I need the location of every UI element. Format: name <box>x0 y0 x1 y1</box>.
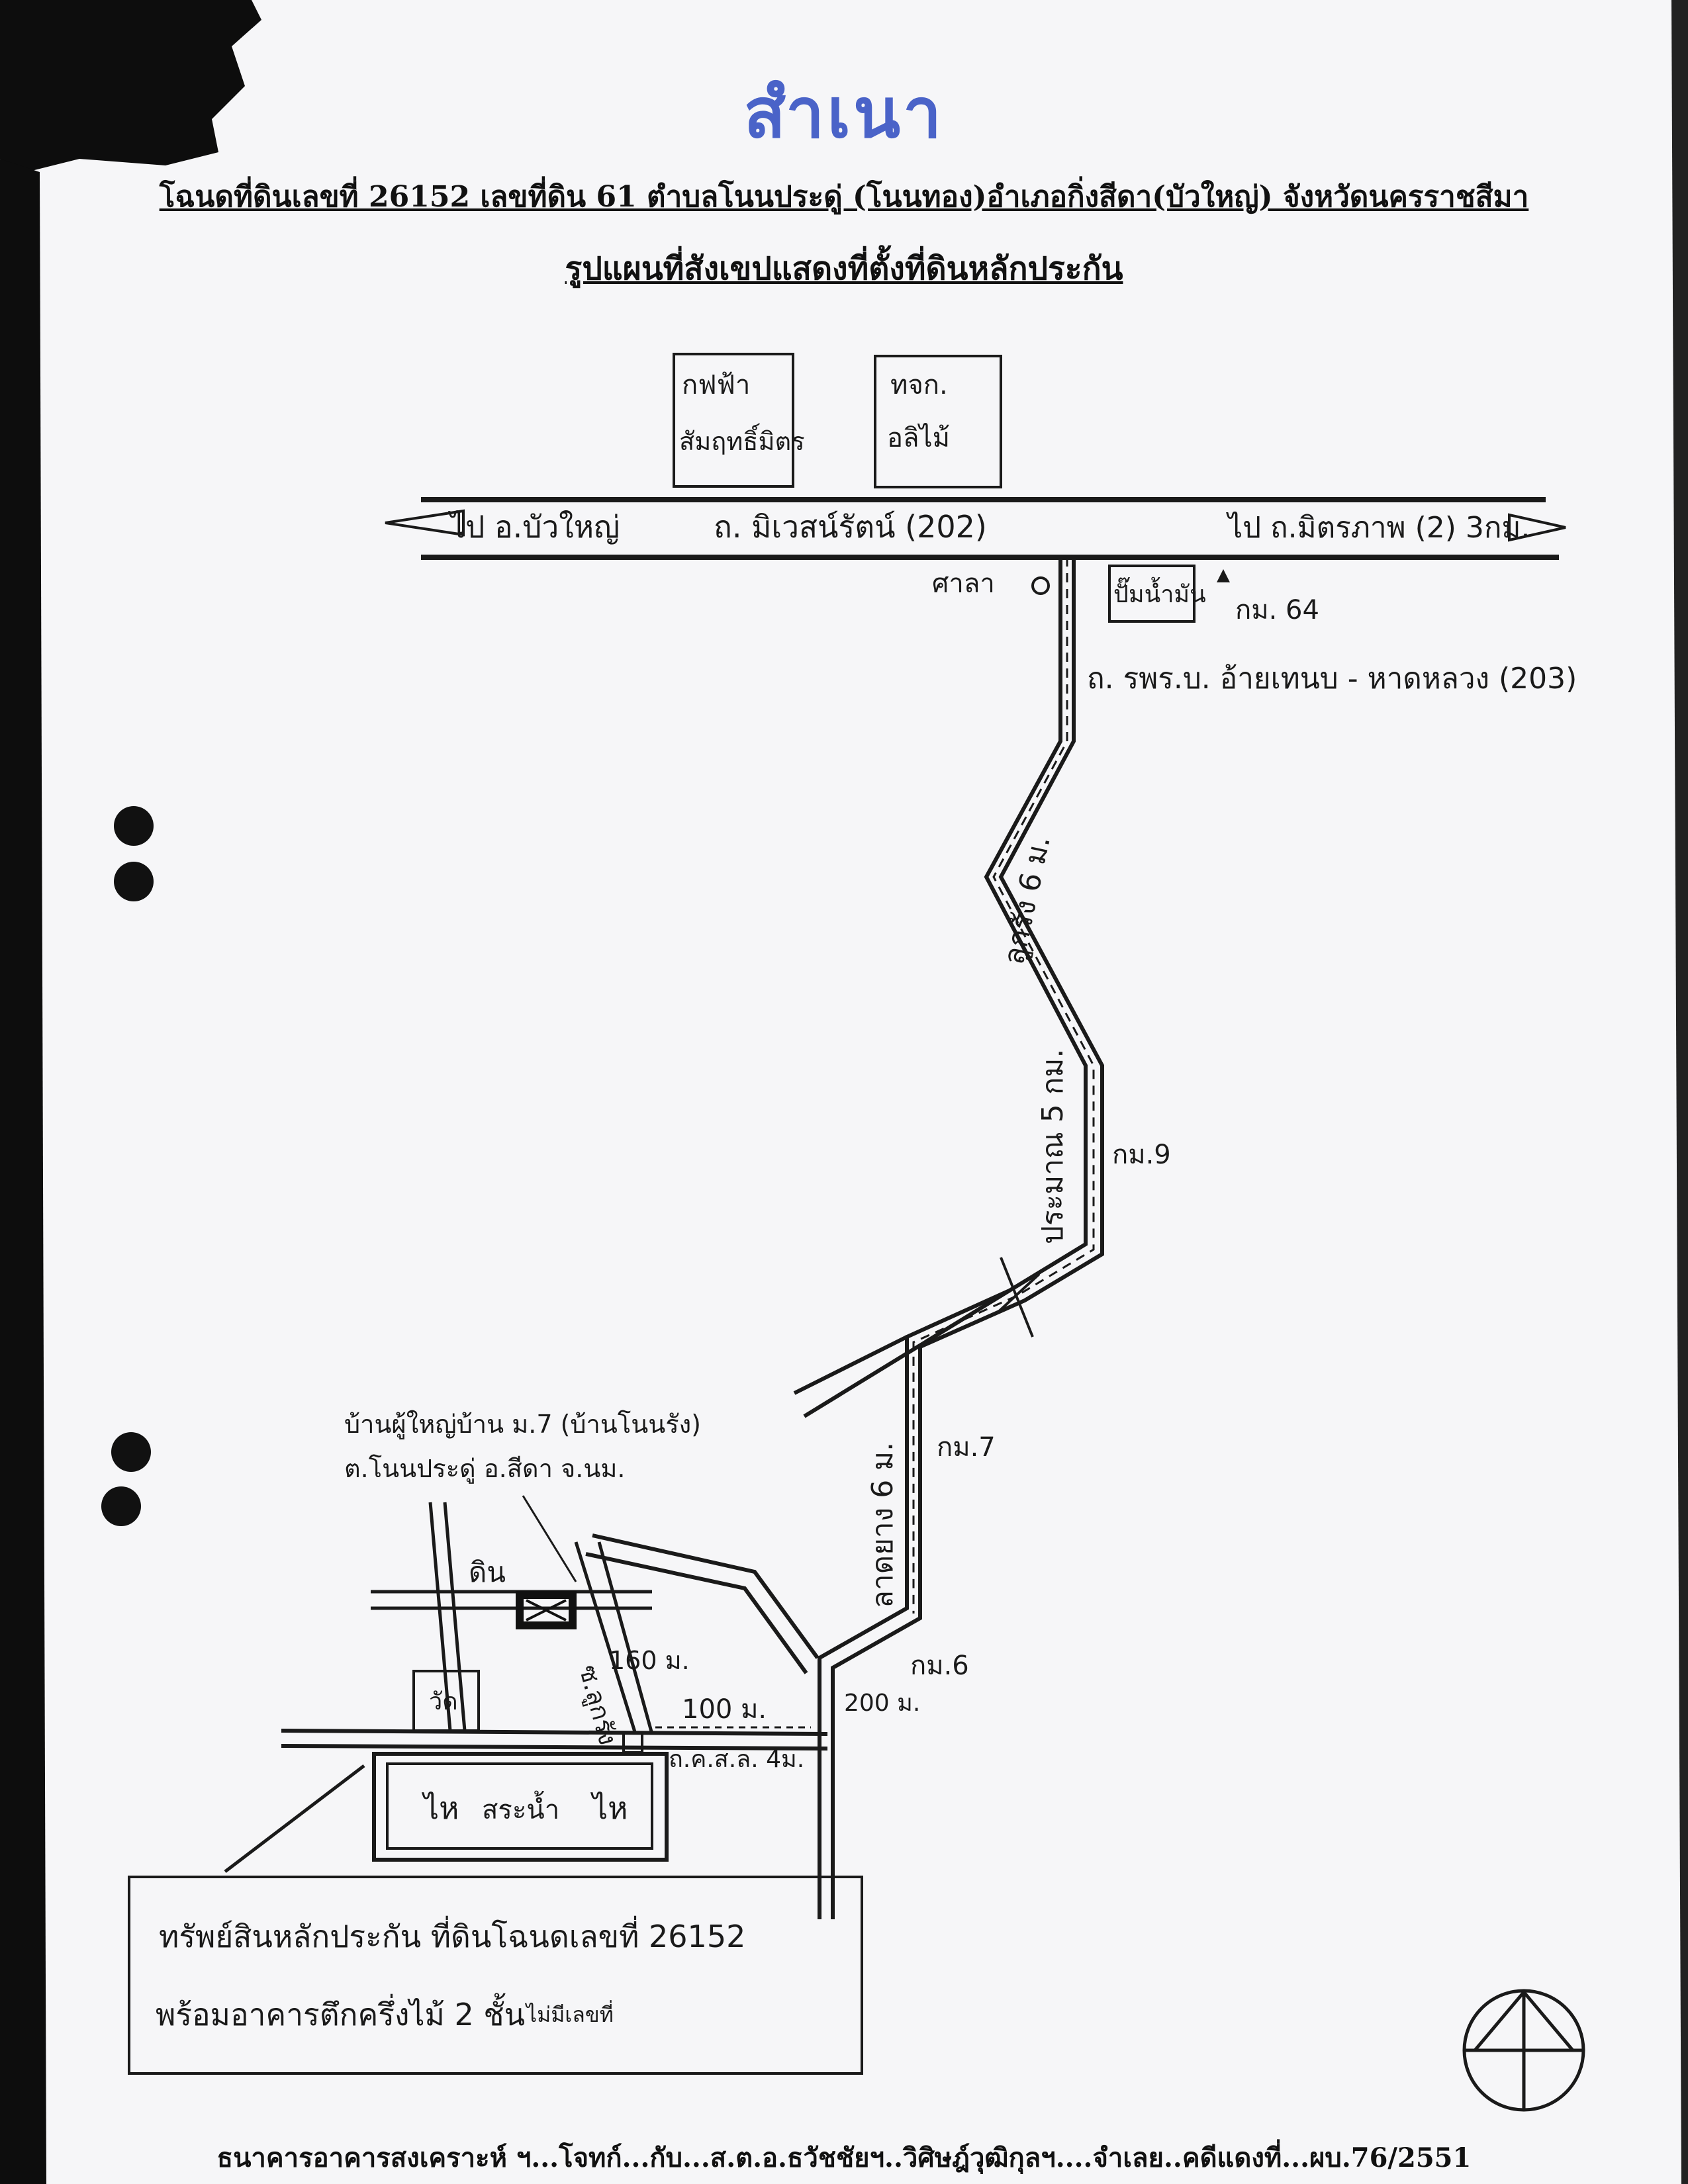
punch-hole <box>114 862 154 901</box>
temple-box <box>412 1670 480 1732</box>
road-crossing-mark <box>1000 1257 1034 1338</box>
sala-label: ศาลา <box>932 569 995 599</box>
km6-label: กม.6 <box>910 1651 969 1681</box>
branch-road-label: ถ. รพร.บ. อ้ายเทนบ - หาดหลวง (203) <box>1087 662 1577 696</box>
electric-shop-label-1: กฟฟ้า <box>682 370 750 400</box>
gas-station-label: ปั๊มน้ำมัน <box>1113 576 1206 608</box>
case-footer: ธนาคารอาคารสงเคราะห์ ฯ...โจทก์...กับ...ส… <box>216 2142 1472 2173</box>
dist-160-label: 160 ม. <box>609 1646 690 1675</box>
pond-inner <box>386 1762 653 1850</box>
note-box <box>128 1876 863 2075</box>
punch-holes <box>101 806 154 1526</box>
village-road <box>585 1552 808 1674</box>
road-split-1 <box>793 1335 908 1395</box>
side-road-diag <box>224 1764 365 1873</box>
lane-edge <box>574 1541 637 1735</box>
note-line-2: พร้อมอาคารตึกครึ่งไม้ 2 ชั้น <box>156 1993 525 2032</box>
torn-corner <box>0 0 261 172</box>
timber-shop-label-1: ทจก. <box>890 370 948 400</box>
access-road-edge-2 <box>831 557 1104 1919</box>
road-crossing-mark <box>995 1273 1041 1315</box>
road-right-destination: ไป ถ.มิตรภาพ (2) 3กม. <box>1226 511 1530 545</box>
pond-label: สระน้ำ <box>482 1790 559 1825</box>
pond-left-label: ไห <box>421 1790 459 1826</box>
left-edge-shadow <box>0 159 46 2184</box>
temple-label: วัด <box>429 1688 458 1715</box>
pond-right-label: ไห <box>590 1790 628 1826</box>
road-split-2 <box>803 1289 1011 1418</box>
copy-stamp: สำเนา <box>743 73 945 154</box>
km9-label: กม.9 <box>1112 1140 1171 1170</box>
road-left-destination: ไป อ.บัวใหญ่ <box>447 509 620 545</box>
lane-edge <box>597 1541 654 1735</box>
punch-hole <box>111 1432 151 1472</box>
note-line-1: ทรัพย์สินหลักประกัน ที่ดินโฉนดเลขที่ 261… <box>159 1915 745 1954</box>
village-road <box>592 1533 820 1659</box>
dist-200-label: 200 ม. <box>844 1690 920 1717</box>
gas-station-box <box>1108 565 1196 623</box>
cement-road-edge <box>281 1729 828 1736</box>
sala-marker <box>1031 576 1050 595</box>
north-arrow-icon <box>1462 1989 1585 2112</box>
dirt-road-label: ลูกรัง 6 ม. <box>997 833 1058 968</box>
right-edge-shadow <box>1671 0 1688 2184</box>
paved-road-label: ลาดยาง 6 ม. <box>866 1442 900 1608</box>
pond-outer <box>372 1752 669 1862</box>
right-arrow-icon <box>1508 513 1566 542</box>
electric-shop-box <box>673 353 794 488</box>
cement-road-edge <box>281 1744 828 1751</box>
side-road <box>443 1502 467 1731</box>
km-marker-icon <box>1217 569 1230 582</box>
punch-hole <box>114 806 154 846</box>
note-line-2-small: ไม่มีเลขที่ <box>524 2000 614 2027</box>
village-label-2: ต.โนนประดู่ อ.สีดา จ.นม. <box>344 1454 625 1484</box>
property-marker <box>516 1591 577 1629</box>
dist-100-label: 100 ม. <box>682 1694 767 1725</box>
timber-shop-label-2: อลิไม้ <box>887 423 950 453</box>
punch-hole <box>101 1486 141 1526</box>
map-subtitle: รูปแผนที่สังเขปแสดงที่ตั้งที่ดินหลักประก… <box>565 250 1123 287</box>
property-marker-cross <box>526 1599 567 1621</box>
access-road-centerline <box>912 557 1095 1614</box>
left-arrow-icon <box>385 509 465 537</box>
village-label-1: บ้านผู้ใหญ่บ้าน ม.7 (บ้านโนนรัง) <box>344 1410 701 1439</box>
deed-title: โฉนดที่ดินเลขที่ 26152 เลขที่ดิน 61 ตำบล… <box>159 180 1529 214</box>
access-road-edge-1 <box>818 557 1088 1919</box>
pointer-line <box>522 1495 577 1582</box>
electric-shop-label-2: สัมฤทธิ์มิตร <box>679 423 805 456</box>
approx-distance-label: ประมาณ 5 กม. <box>1036 1049 1070 1244</box>
km7-label: กม.7 <box>937 1432 996 1463</box>
timber-shop-box <box>874 355 1002 488</box>
side-road <box>428 1502 452 1731</box>
km64-label: กม. 64 <box>1235 595 1319 625</box>
cement-road-label: ถ.ค.ส.ล. 4ม. <box>669 1746 804 1773</box>
main-road-name: ถ. มิเวสน์รัตน์ (202) <box>714 509 987 545</box>
land-label: ดิน <box>469 1556 506 1588</box>
